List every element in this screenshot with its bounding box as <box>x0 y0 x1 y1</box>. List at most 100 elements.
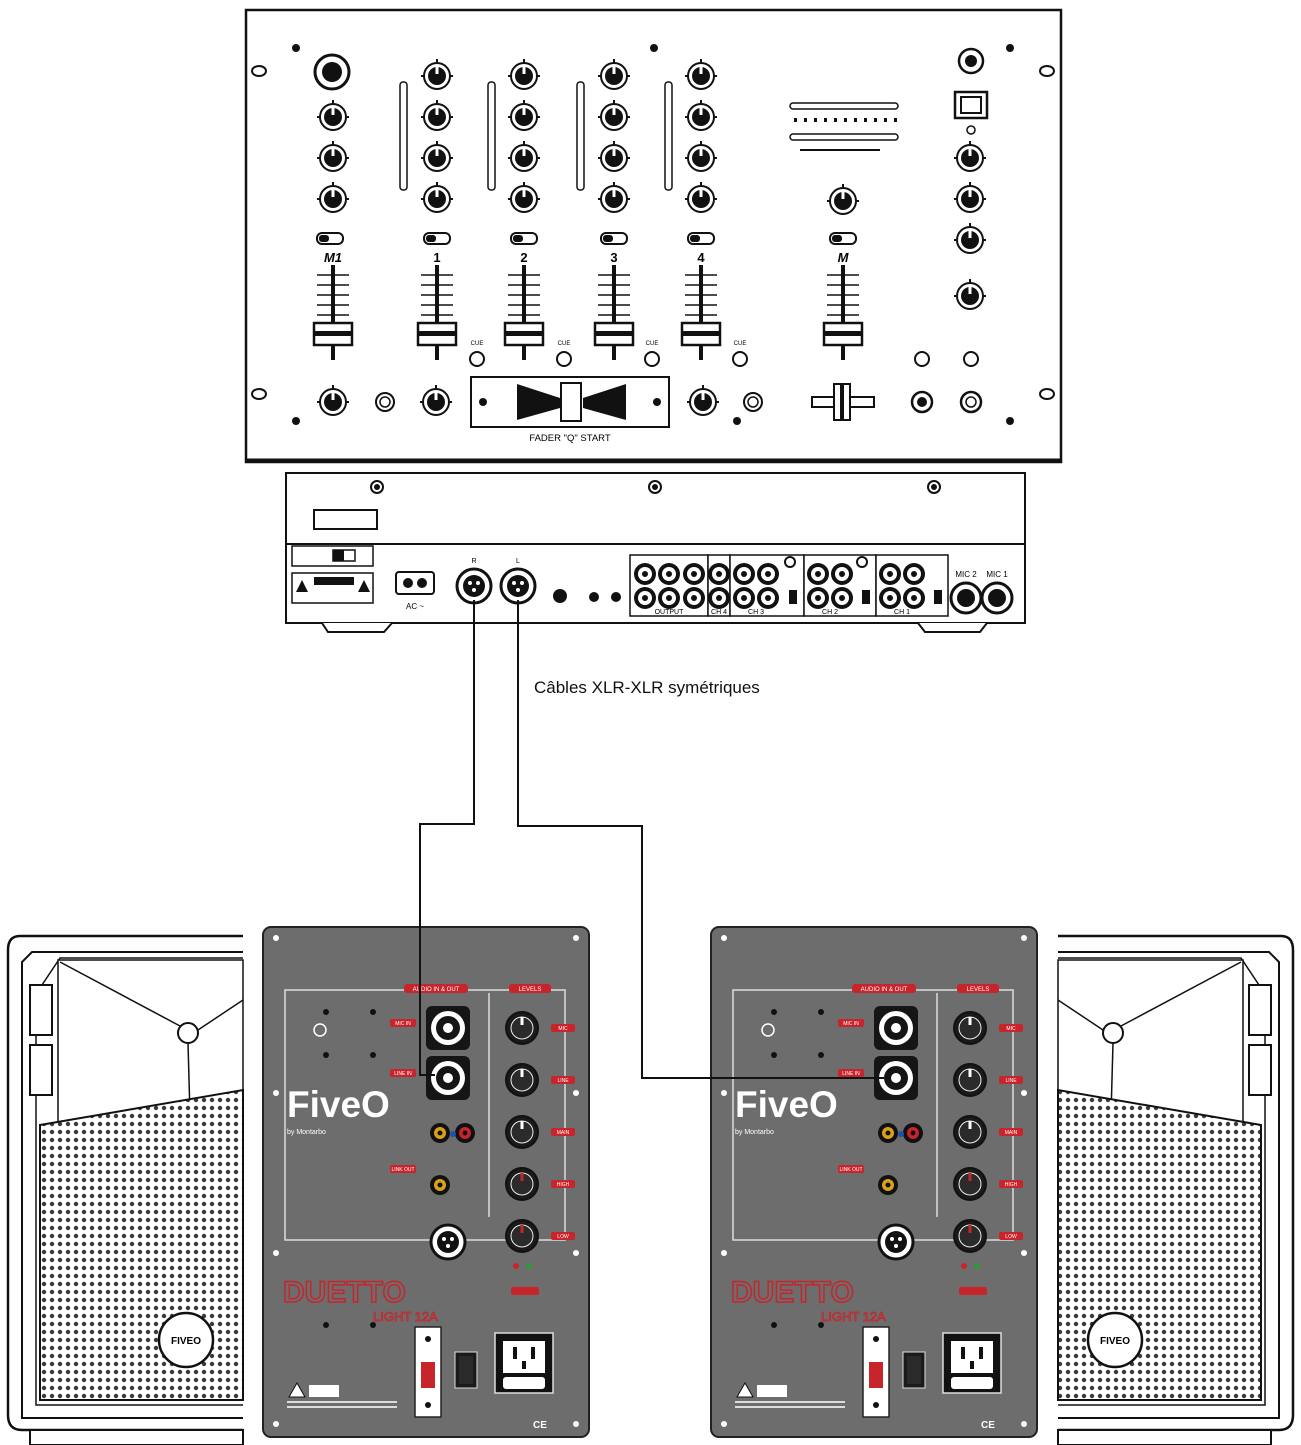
output-section <box>910 47 989 414</box>
main-level-knob[interactable] <box>953 1115 987 1149</box>
rca-jack[interactable] <box>807 587 829 609</box>
master-level-meter <box>789 102 899 151</box>
channel-label: 1 <box>433 250 440 265</box>
left-speaker-cabinet: FIVEO <box>6 934 244 1445</box>
rca-jack[interactable] <box>683 563 705 585</box>
line-channel-3: 3 <box>576 58 635 362</box>
cue-button[interactable] <box>644 351 660 367</box>
master-label: M <box>838 250 850 265</box>
signal-led <box>526 1263 532 1269</box>
line-level-knob[interactable] <box>953 1063 987 1097</box>
cue-button[interactable] <box>469 351 485 367</box>
rca-jack[interactable] <box>757 587 779 609</box>
voltage-switch[interactable] <box>421 1362 435 1388</box>
ac-inlet[interactable] <box>395 571 435 595</box>
group-label: CH 1 <box>894 609 910 616</box>
brand-logo: FiveO <box>287 1084 390 1125</box>
knob-tag: HIGH <box>557 1182 570 1188</box>
cue-label: CUE <box>471 341 484 347</box>
knob-tag: LOW <box>557 1234 569 1240</box>
balanced-output-left-xlr[interactable] <box>499 567 537 605</box>
ce-mark: CE <box>533 1420 547 1431</box>
rca-jack[interactable] <box>634 563 656 585</box>
rca-jack[interactable] <box>683 587 705 609</box>
cue-label: CUE <box>734 341 747 347</box>
knob-tag: LINE <box>557 1078 569 1084</box>
fader-start-label: FADER "Q" START <box>529 433 611 444</box>
main-level-knob[interactable] <box>505 1115 539 1149</box>
rca-jack[interactable] <box>658 563 680 585</box>
curve-graphic <box>517 384 560 420</box>
power-led <box>966 125 976 135</box>
jack-tag: LINE IN <box>842 1071 860 1077</box>
level-meter <box>399 81 408 191</box>
mic-level-knob[interactable] <box>953 1011 987 1045</box>
mic-line-combo-jack[interactable] <box>874 1006 918 1050</box>
rca-jack[interactable] <box>879 587 901 609</box>
rca-jack[interactable] <box>708 563 730 585</box>
ce-mark: CE <box>981 1420 995 1431</box>
crossfader-knob[interactable] <box>560 382 582 422</box>
balanced-output-right-xlr[interactable] <box>455 567 493 605</box>
channel-label: 2 <box>520 250 527 265</box>
cable-caption: Câbles XLR-XLR symétriques <box>534 678 760 697</box>
xlr-cables <box>419 600 884 1079</box>
jack-tag: LINK OUT <box>391 1167 414 1173</box>
ac-label: AC ~ <box>406 602 424 611</box>
group-label: CH 4 <box>711 609 727 616</box>
group-label: OUTPUT <box>655 609 685 616</box>
brand-badge <box>1086 1311 1144 1369</box>
mic-line-combo-jack[interactable] <box>426 1006 470 1050</box>
screw <box>370 480 384 494</box>
line-level-knob[interactable] <box>505 1063 539 1097</box>
high-level-knob[interactable] <box>505 1167 539 1201</box>
rca-jack[interactable] <box>733 563 755 585</box>
phono-line-switch[interactable] <box>862 590 870 604</box>
amp-panel-plate <box>262 926 590 1438</box>
rack-ear-hole <box>1039 388 1055 400</box>
link-out-xlr[interactable] <box>429 1223 467 1261</box>
mic-level-knob[interactable] <box>505 1011 539 1045</box>
turntable-ground[interactable] <box>611 592 621 602</box>
level-meter <box>576 81 585 191</box>
rca-jack[interactable] <box>658 587 680 609</box>
mic-channel: M1 <box>312 53 354 416</box>
ground-post[interactable] <box>784 556 796 568</box>
rca-jack[interactable] <box>903 563 925 585</box>
level-meter <box>664 81 673 191</box>
rca-jack[interactable] <box>903 587 925 609</box>
rca-jack[interactable] <box>733 587 755 609</box>
knob-tag: MAIN <box>1005 1130 1018 1136</box>
turntable-ground[interactable] <box>589 592 599 602</box>
high-level-knob[interactable] <box>953 1167 987 1201</box>
rca-jack[interactable] <box>807 563 829 585</box>
cue-button[interactable] <box>556 351 572 367</box>
low-level-knob[interactable] <box>505 1219 539 1253</box>
low-level-knob[interactable] <box>953 1219 987 1253</box>
split-cue-button[interactable] <box>963 351 979 367</box>
rca-jack[interactable] <box>831 587 853 609</box>
output-level-trim[interactable] <box>553 589 567 603</box>
screw <box>648 480 662 494</box>
rca-jack[interactable] <box>757 563 779 585</box>
rca-jack[interactable] <box>708 587 730 609</box>
line-in-combo-jack[interactable] <box>426 1056 470 1100</box>
rca-jack[interactable] <box>634 587 656 609</box>
voltage-switch[interactable] <box>869 1362 883 1388</box>
phono-line-switch[interactable] <box>934 590 942 604</box>
ground-post[interactable] <box>856 556 868 568</box>
signal-led <box>974 1263 980 1269</box>
rca-jack[interactable] <box>831 563 853 585</box>
knob-tag: LINE <box>1005 1078 1017 1084</box>
cue-button[interactable] <box>732 351 748 367</box>
knob-tag: MIC <box>558 1026 568 1032</box>
rca-jack[interactable] <box>879 563 901 585</box>
group-label: CH 2 <box>822 609 838 616</box>
link-out-xlr[interactable] <box>877 1223 915 1261</box>
jack-tag: LINK OUT <box>839 1167 862 1173</box>
line-channel-1: 1 <box>399 58 458 362</box>
phono-bass-cut-button[interactable] <box>914 351 930 367</box>
phono-line-switch[interactable] <box>789 590 797 604</box>
mixer: M1 1 2 <box>244 8 1063 464</box>
